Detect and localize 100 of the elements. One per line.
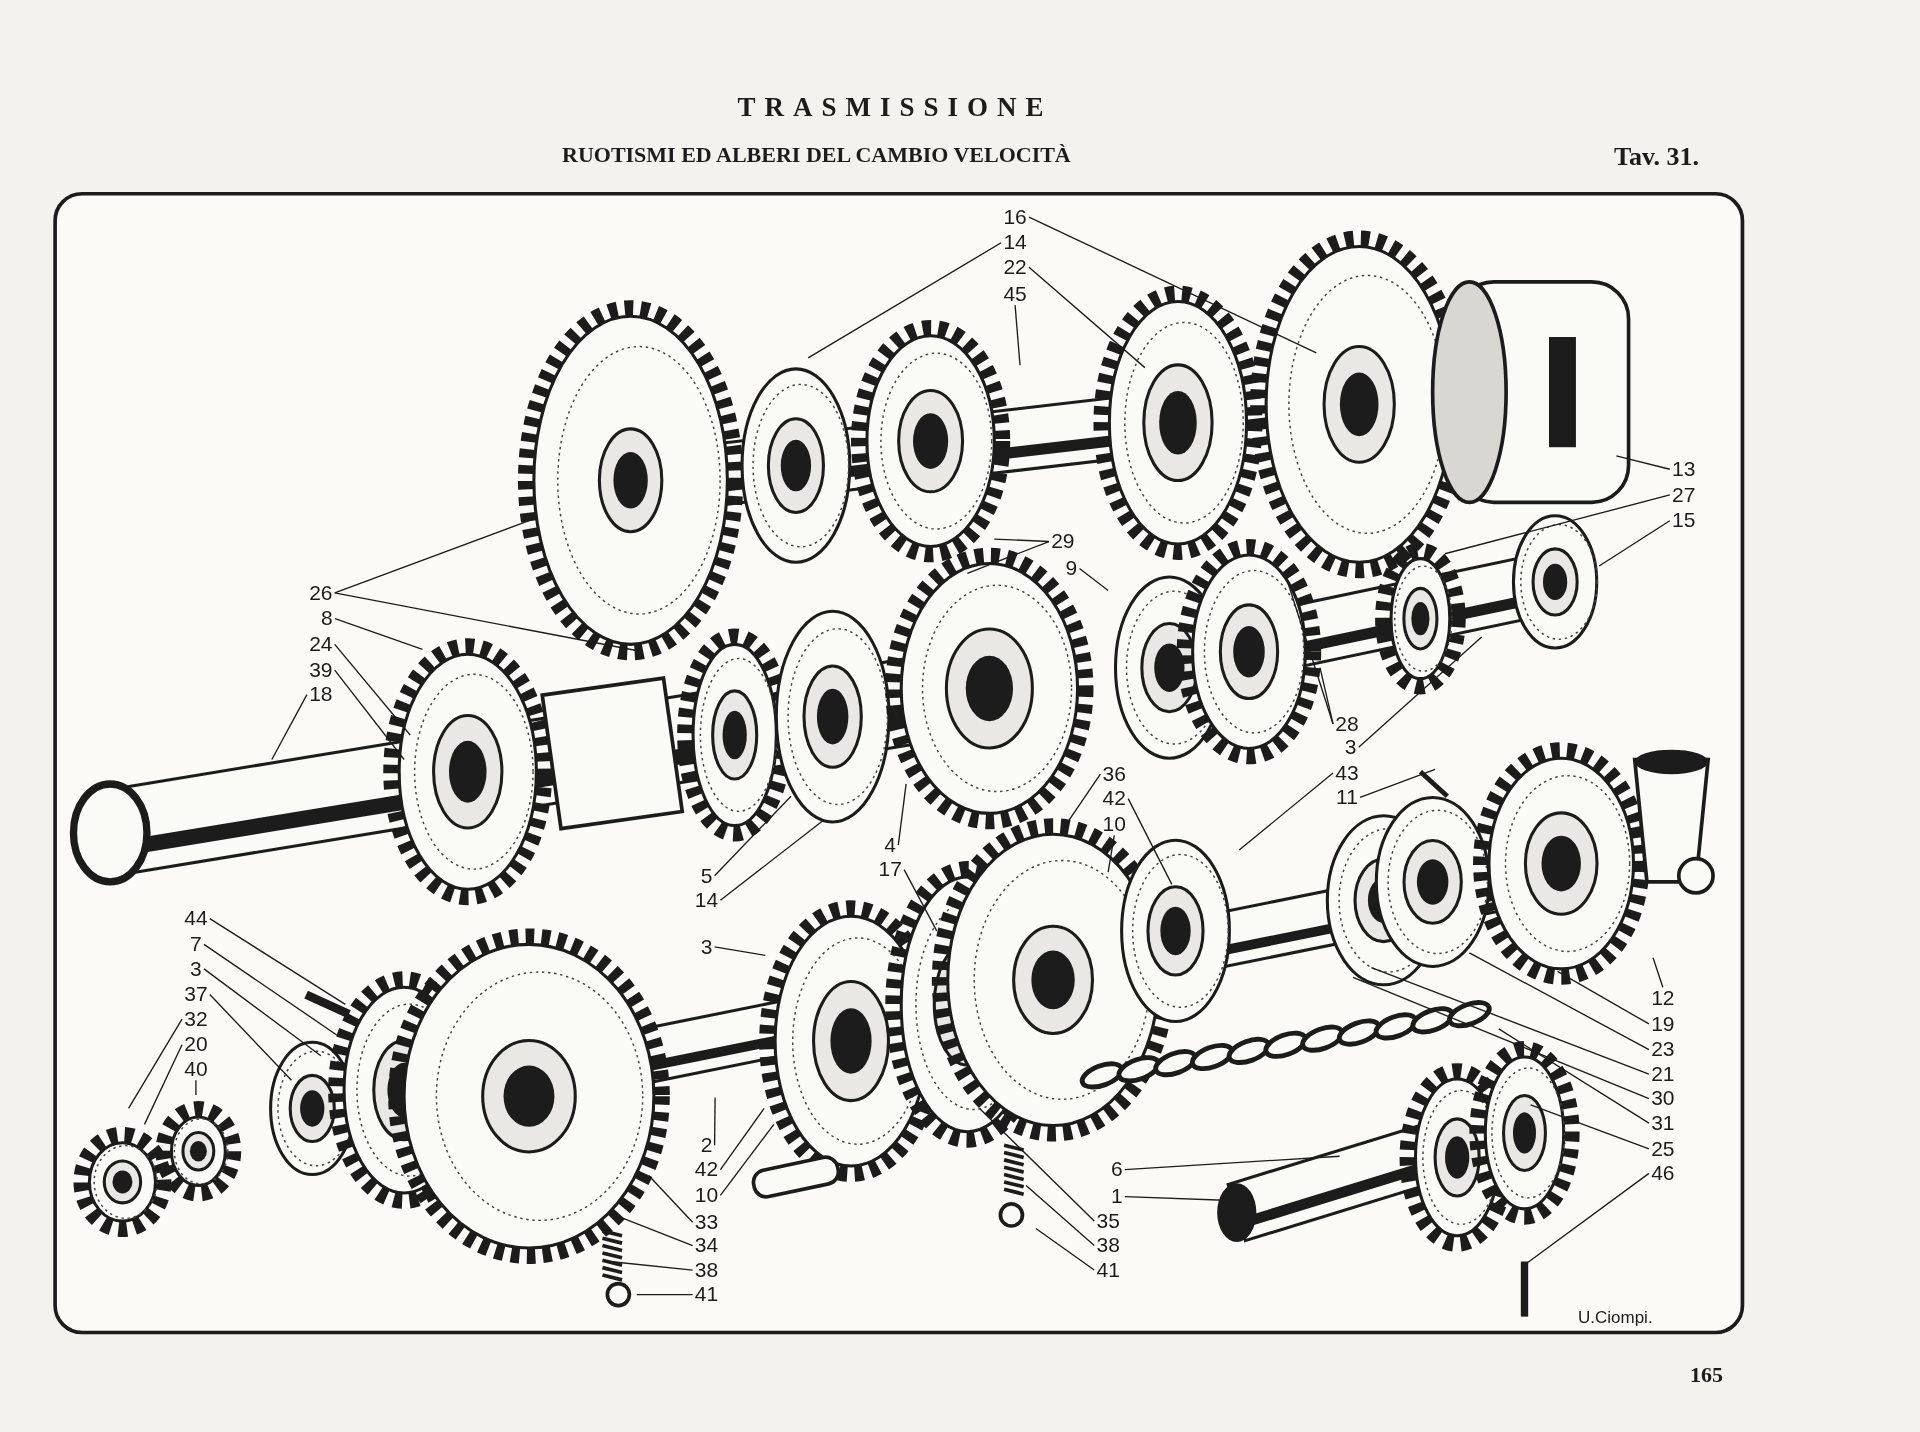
callout-number: 2 — [699, 1133, 714, 1156]
leader-line — [203, 943, 338, 1036]
callout-number: 41 — [693, 1283, 720, 1306]
leader-line — [334, 617, 424, 650]
leader-line — [713, 946, 766, 957]
leader-line — [1525, 1172, 1650, 1265]
callout-number: 8 — [320, 607, 334, 630]
leader-line — [271, 693, 308, 761]
callout-number: 37 — [183, 983, 209, 1006]
callout-number: 6 — [1109, 1158, 1124, 1181]
callout-number: 16 — [1002, 205, 1028, 228]
callout-number: 42 — [693, 1158, 720, 1181]
callout-number: 11 — [1335, 786, 1359, 809]
callout-number: 18 — [308, 683, 334, 706]
leader-line — [334, 669, 405, 761]
leader-line — [1014, 304, 1021, 366]
callout-number: 14 — [1002, 231, 1028, 254]
callout-number: 32 — [183, 1007, 209, 1030]
leader-line — [713, 795, 792, 877]
leader-line — [903, 869, 938, 932]
leader-line — [719, 1123, 775, 1197]
callout-number: 28 — [1334, 712, 1360, 735]
callout-number: 3 — [189, 957, 203, 980]
callout-number: 25 — [1650, 1137, 1676, 1160]
leader-line — [127, 1018, 183, 1110]
page-number: 165 — [1690, 1362, 1723, 1388]
leader-line — [966, 540, 1050, 575]
callout-number: 9 — [1064, 557, 1079, 580]
callout-number: 38 — [693, 1258, 720, 1281]
callout-number: 22 — [1002, 255, 1028, 278]
leader-line — [1598, 520, 1671, 567]
leader-line — [1078, 567, 1109, 592]
leader-line — [334, 643, 411, 736]
leader-line — [1498, 1028, 1650, 1124]
callout-number: 29 — [1050, 530, 1076, 553]
leader-line — [203, 968, 322, 1057]
callout-number: 23 — [1650, 1038, 1676, 1061]
callout-number: 42 — [1101, 787, 1127, 810]
callout-number: 24 — [308, 633, 334, 656]
leader-line — [1468, 952, 1650, 1051]
callout-number: 36 — [1101, 762, 1127, 785]
leader-line — [1444, 494, 1671, 555]
callout-number: 7 — [189, 933, 203, 956]
callout-number: 15 — [1671, 509, 1697, 532]
subtitle: RUOTISMI ED ALBERI DEL CAMBIO VELOCITÀ — [562, 142, 1071, 168]
callout-number: 34 — [693, 1234, 720, 1257]
leader-line — [648, 1175, 694, 1223]
leader-line — [1238, 772, 1334, 851]
leader-line — [143, 1044, 183, 1126]
callout-number: 26 — [308, 581, 334, 604]
callout-number: 5 — [699, 864, 714, 887]
leader-line — [1035, 1227, 1095, 1271]
callout-number: 14 — [693, 889, 720, 911]
callout-number: 12 — [1650, 986, 1676, 1009]
leader-line — [1025, 1184, 1095, 1247]
callout-number: 21 — [1650, 1062, 1676, 1085]
callout-number: 13 — [1671, 457, 1697, 480]
callout-number: 41 — [1095, 1258, 1121, 1281]
leader-line — [978, 1107, 1095, 1222]
callout-number: 1 — [1109, 1185, 1124, 1208]
leader-line — [1352, 976, 1650, 1100]
leader-line — [1028, 266, 1146, 369]
leader-line — [713, 1096, 716, 1146]
callout-number: 10 — [693, 1184, 720, 1207]
callout-number: 27 — [1671, 483, 1697, 506]
callout-number: 31 — [1650, 1111, 1676, 1134]
leader-line — [1059, 773, 1102, 834]
leader-line — [1028, 216, 1317, 354]
leader-line — [609, 1260, 694, 1271]
callout-number: 38 — [1095, 1234, 1121, 1257]
leader-line — [807, 242, 1002, 359]
callout-number: 40 — [183, 1057, 209, 1080]
leader-line — [334, 520, 530, 594]
callout-number: 39 — [308, 658, 334, 681]
leader-line — [1615, 455, 1671, 470]
callout-number: 10 — [1101, 813, 1127, 836]
leader-line — [1652, 957, 1664, 988]
leader-line — [719, 820, 824, 901]
leader-line — [1529, 1104, 1650, 1150]
leader-line — [195, 1079, 197, 1096]
leader-line — [993, 538, 1050, 543]
callout-number: 46 — [1650, 1162, 1676, 1185]
callout-number: 17 — [877, 858, 903, 881]
callout-number: 3 — [699, 935, 714, 958]
leader-line — [209, 917, 346, 1006]
leader-line — [1124, 1155, 1341, 1171]
leader-line — [897, 783, 907, 846]
callout-number: 44 — [183, 907, 209, 930]
leader-line — [1359, 768, 1436, 799]
artist-signature: U.Ciompi. — [1578, 1308, 1653, 1328]
leader-line — [1358, 636, 1483, 748]
callout-number: 4 — [883, 833, 898, 856]
leader-line — [209, 993, 293, 1081]
callout-number: 20 — [183, 1033, 209, 1056]
callout-number: 3 — [1343, 735, 1358, 758]
leader-line — [1370, 966, 1650, 1075]
callout-number: 35 — [1095, 1209, 1121, 1232]
leader-line — [1319, 666, 1334, 725]
leader-line — [1556, 970, 1650, 1025]
callout-number: 30 — [1650, 1087, 1676, 1110]
